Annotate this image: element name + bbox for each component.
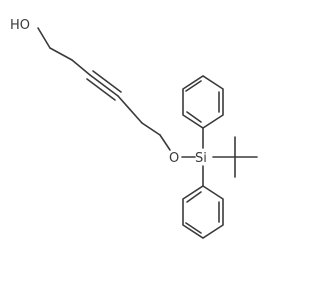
triple-bond-line-1 <box>89 74 119 97</box>
triple-bond-line-2 <box>92 70 122 93</box>
bond-c2-c3 <box>71 59 91 76</box>
bond-ho-c1 <box>37 27 51 49</box>
phenyl-bottom-inner-2 <box>185 222 202 234</box>
phenyl-top-inner-3 <box>186 111 202 123</box>
phenyl-ring-bottom <box>182 185 224 239</box>
triple-bond-line-3 <box>86 78 116 101</box>
phenyl-top-inner-2 <box>185 80 202 92</box>
bond-c5-c6 <box>141 122 161 136</box>
phenyl-bottom-inner-3 <box>186 191 202 203</box>
structure-canvas: HO O Si <box>10 18 258 239</box>
bond-c1-c2 <box>49 47 73 61</box>
bond-c4-c5 <box>117 95 143 124</box>
bond-c6-o <box>159 134 171 151</box>
phenyl-ring-top <box>182 75 224 129</box>
molecule-diagram: HO O Si <box>10 18 258 239</box>
hydroxyl-label: HO <box>10 18 30 33</box>
ether-oxygen-label: O <box>169 151 179 166</box>
silicon-label: Si <box>195 151 207 166</box>
